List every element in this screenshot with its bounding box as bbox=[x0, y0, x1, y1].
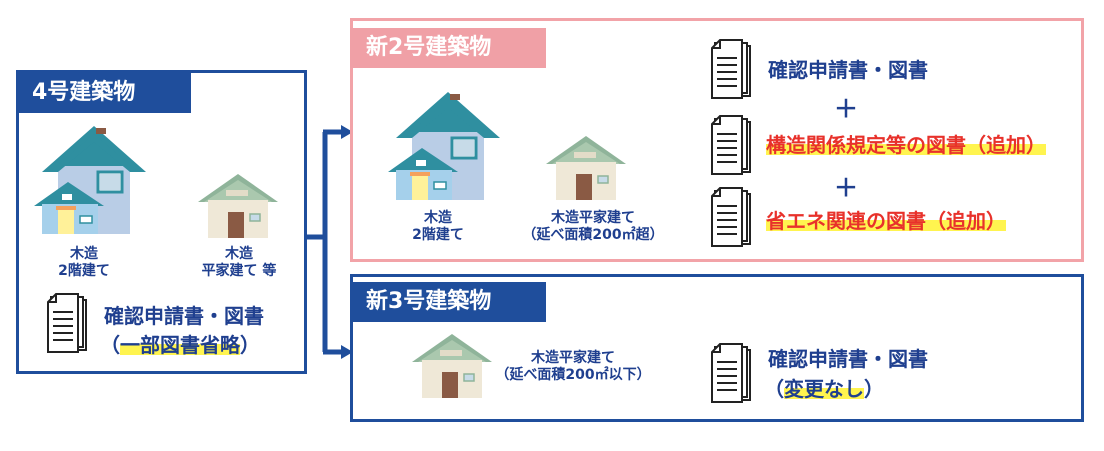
bracket-connector bbox=[307, 125, 353, 359]
doc-text-new3-2: （変更なし） bbox=[764, 377, 884, 401]
highlight-structure: 構造関係規定等の図書 bbox=[766, 133, 966, 157]
house-1story-icon bbox=[546, 136, 626, 200]
house-1story-icon bbox=[412, 334, 492, 398]
label-house-2story-left: 木造 2階建て bbox=[58, 246, 110, 279]
label-house-1story-left: 木造 平家建て 等 bbox=[201, 246, 277, 279]
label-house-1story-new3: 木造平家建て （延べ面積200㎡以下） bbox=[495, 350, 651, 383]
label-house-2story-new2: 木造 2階建て bbox=[412, 210, 464, 243]
house-1story-icon bbox=[198, 174, 278, 238]
house-2story-icon bbox=[34, 126, 146, 234]
box-new2gou bbox=[350, 18, 1084, 262]
title-new3gou: 新3号建築物 bbox=[350, 282, 546, 322]
doc-text-new2-2: 構造関係規定等の図書（追加） bbox=[766, 133, 1046, 157]
highlight-omit: 一部図書省略 bbox=[120, 333, 240, 357]
box-new3gou bbox=[350, 274, 1084, 422]
document-icon bbox=[47, 293, 87, 353]
plus-icon: ＋ bbox=[834, 95, 858, 123]
doc-text-new3-1: 確認申請書・図書 bbox=[768, 347, 928, 371]
highlight-energy: 省エネ関連の図書 bbox=[766, 209, 926, 233]
box-4gou bbox=[16, 70, 307, 374]
doc-text-new2-3: 省エネ関連の図書（追加） bbox=[766, 209, 1006, 233]
label-house-1story-new2: 木造平家建て （延べ面積200㎡超） bbox=[522, 210, 664, 243]
highlight-nochange: 変更なし bbox=[784, 377, 864, 401]
doc-text-left-1: 確認申請書・図書 bbox=[104, 304, 264, 328]
document-icon bbox=[711, 343, 751, 403]
doc-text-left-2: （一部図書省略） bbox=[100, 333, 260, 357]
title-new2gou: 新2号建築物 bbox=[350, 28, 546, 68]
plus-icon: ＋ bbox=[834, 174, 858, 202]
title-4gou: 4号建築物 bbox=[16, 73, 191, 113]
doc-text-new2-1: 確認申請書・図書 bbox=[768, 58, 928, 82]
document-icon bbox=[711, 187, 751, 247]
house-2story-icon bbox=[388, 92, 500, 200]
document-icon bbox=[711, 115, 751, 175]
document-icon bbox=[711, 39, 751, 99]
